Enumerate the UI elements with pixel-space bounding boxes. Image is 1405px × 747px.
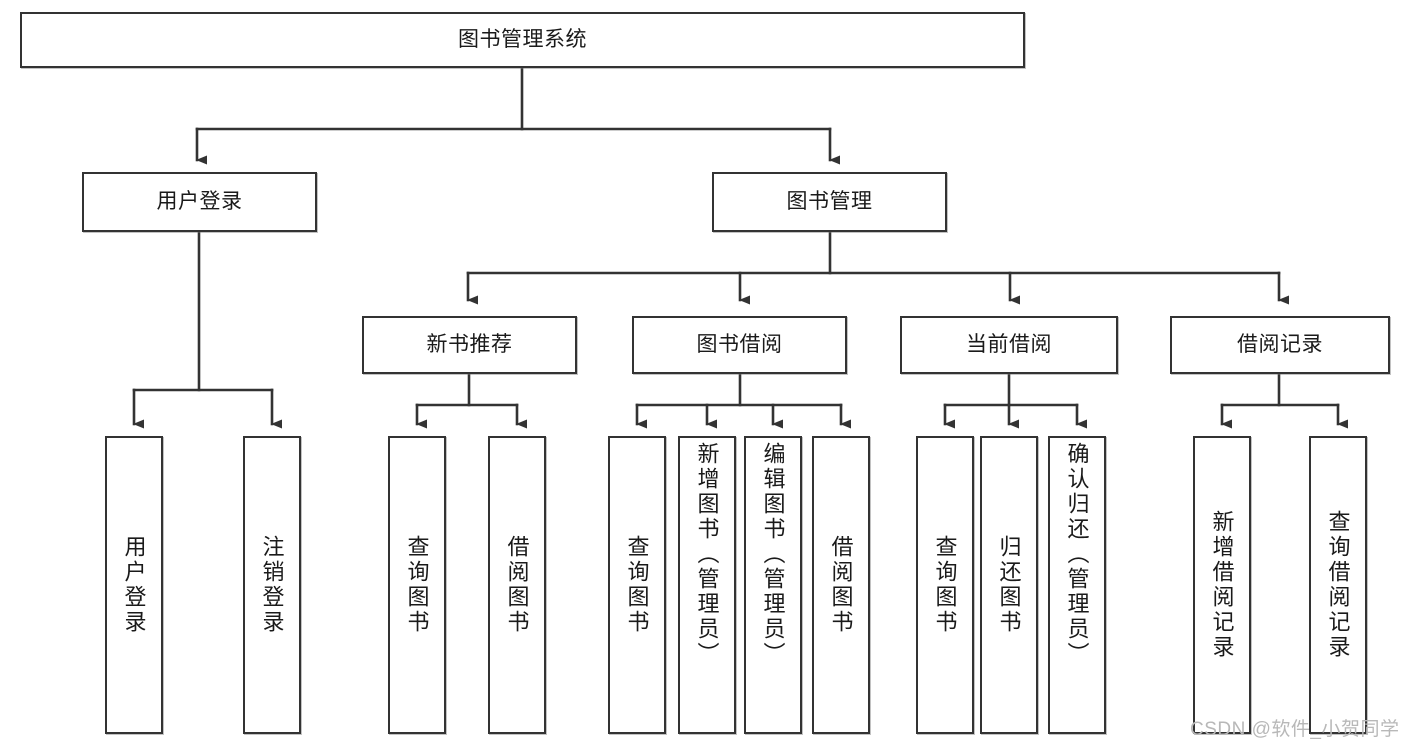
node-label: 新增借阅记录 [1209, 510, 1235, 660]
node-label: 查询图书 [404, 535, 430, 635]
leaf-record-query-record[interactable]: 查询借阅记录 [1309, 436, 1367, 734]
node-label: 用户登录 [156, 189, 243, 213]
node-label: 当前借阅 [966, 332, 1052, 356]
node-label: 编辑图书（管理员） [760, 442, 786, 667]
node-label: 新书推荐 [426, 332, 513, 356]
node-label: 查询图书 [932, 535, 958, 635]
node-current-borrow[interactable]: 当前借阅 [900, 316, 1118, 374]
leaf-borrow-query-book[interactable]: 查询图书 [608, 436, 666, 734]
node-borrow-record[interactable]: 借阅记录 [1170, 316, 1390, 374]
leaf-current-confirm-return-admin[interactable]: 确认归还（管理员） [1048, 436, 1106, 734]
node-root-system[interactable]: 图书管理系统 [20, 12, 1025, 68]
leaf-recommend-query-book[interactable]: 查询图书 [388, 436, 446, 734]
node-new-book-recommend[interactable]: 新书推荐 [362, 316, 577, 374]
node-label: 确认归还（管理员） [1064, 442, 1090, 667]
node-label: 图书借阅 [696, 332, 783, 356]
leaf-borrow-edit-book-admin[interactable]: 编辑图书（管理员） [744, 436, 802, 734]
node-label: 注销登录 [259, 535, 285, 635]
node-book-management[interactable]: 图书管理 [712, 172, 947, 232]
node-label: 图书管理系统 [458, 27, 587, 51]
leaf-record-add-record[interactable]: 新增借阅记录 [1193, 436, 1251, 734]
node-label: 查询借阅记录 [1325, 510, 1351, 660]
node-label: 查询图书 [624, 535, 650, 635]
node-label: 借阅图书 [504, 535, 530, 635]
leaf-current-return-book[interactable]: 归还图书 [980, 436, 1038, 734]
node-label: 图书管理 [786, 189, 873, 213]
node-label: 借阅图书 [828, 535, 854, 635]
node-label: 借阅记录 [1237, 332, 1323, 356]
leaf-borrow-add-book-admin[interactable]: 新增图书（管理员） [678, 436, 736, 734]
leaf-current-query-book[interactable]: 查询图书 [916, 436, 974, 734]
leaf-user-login-logout[interactable]: 注销登录 [243, 436, 301, 734]
node-user-login[interactable]: 用户登录 [82, 172, 317, 232]
leaf-borrow-borrow-book[interactable]: 借阅图书 [812, 436, 870, 734]
csdn-watermark: CSDN @软件_小贺同学 [1190, 719, 1400, 740]
node-label: 新增图书（管理员） [694, 442, 720, 667]
leaf-user-login-login[interactable]: 用户登录 [105, 436, 163, 734]
node-book-borrow[interactable]: 图书借阅 [632, 316, 847, 374]
node-label: 归还图书 [996, 535, 1022, 635]
leaf-recommend-borrow-book[interactable]: 借阅图书 [488, 436, 546, 734]
node-label: 用户登录 [121, 535, 147, 635]
